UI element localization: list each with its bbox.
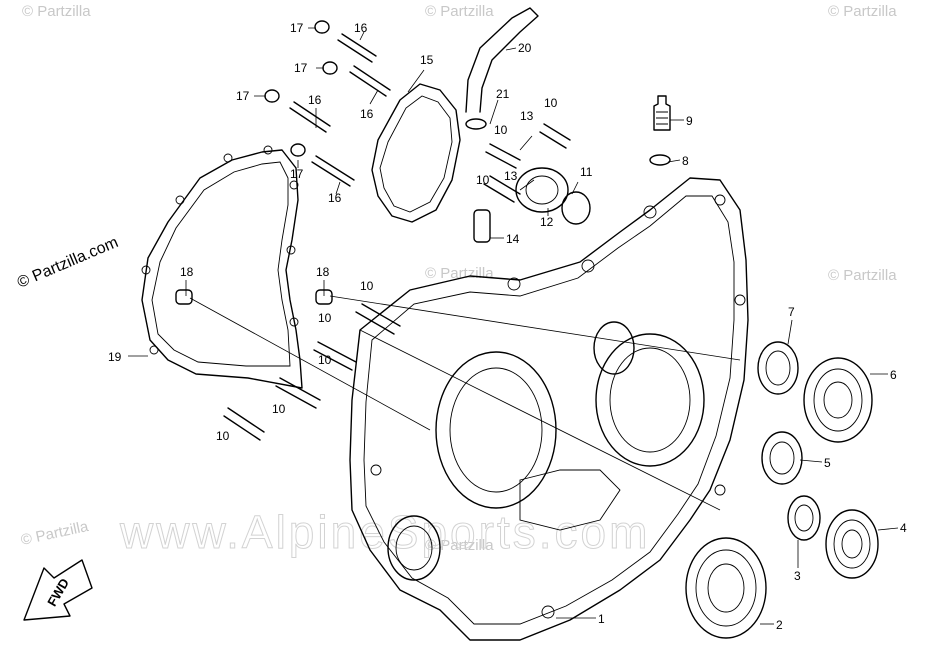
watermark-top-left: © Partzilla [22, 3, 91, 20]
leader-lines [128, 27, 899, 625]
callout-13-a: 13 [520, 109, 534, 123]
forward-label: FWD [44, 576, 72, 609]
callout-3: 3 [794, 569, 801, 583]
callout-10-h: 10 [216, 429, 230, 443]
callout-10-e: 10 [318, 311, 332, 325]
watermark-bottom-left: © Partzilla [19, 518, 90, 549]
bearing-5 [761, 431, 803, 485]
callout-7: 7 [788, 305, 795, 319]
callout-16-c: 16 [308, 93, 322, 107]
cover-12 [515, 167, 591, 225]
gasket-19 [141, 145, 303, 389]
callout-19: 19 [108, 350, 122, 364]
callout-16-d: 16 [328, 191, 342, 205]
oil-seal-7 [757, 341, 799, 395]
watermark-bottom-center: © Partzilla [425, 537, 494, 554]
watermark-top-right: © Partzilla [828, 3, 897, 20]
callout-13-b: 13 [504, 169, 518, 183]
callout-10-f: 10 [318, 353, 332, 367]
breather-hose-20 [465, 7, 539, 130]
copyright-notice: © Partzilla.com [15, 234, 121, 292]
callout-5: 5 [824, 456, 831, 470]
callout-16-b: 16 [360, 107, 374, 121]
crankcase-1 [349, 177, 749, 641]
callout-4: 4 [900, 521, 907, 535]
watermark-top-center: © Partzilla [425, 3, 494, 20]
watermarks: © Partzilla © Partzilla © Partzilla © Pa… [19, 3, 897, 559]
callout-18-a: 18 [180, 265, 194, 279]
callout-20: 20 [518, 41, 532, 55]
bearing-6 [803, 357, 873, 443]
bearing-2 [685, 537, 767, 639]
callout-12: 12 [540, 215, 554, 229]
callout-6: 6 [890, 368, 897, 382]
callout-10-a: 10 [544, 96, 558, 110]
small-bolts [483, 123, 571, 203]
watermark-right: © Partzilla [828, 267, 897, 284]
callout-8: 8 [682, 154, 689, 168]
pipe-14 [473, 209, 491, 243]
callout-17-d: 17 [290, 167, 304, 181]
sensor-9 [649, 95, 671, 166]
bearings [685, 341, 879, 639]
callout-1: 1 [598, 612, 605, 626]
callout-15: 15 [420, 53, 434, 67]
crankcase-bolts [175, 289, 401, 441]
callout-2: 2 [776, 618, 783, 632]
callout-9: 9 [686, 114, 693, 128]
callout-17-c: 17 [236, 89, 250, 103]
oil-seal-3 [787, 495, 821, 541]
callout-10-b: 10 [494, 123, 508, 137]
studs-and-nuts [264, 20, 391, 187]
callout-10-d: 10 [360, 279, 374, 293]
callout-14: 14 [506, 232, 520, 246]
bearing-4 [825, 509, 879, 579]
site-watermark: www.AlpineSports.com [119, 506, 650, 558]
callout-10-g: 10 [272, 402, 286, 416]
callout-labels: 1 2 3 4 5 6 7 8 9 10 10 10 10 10 10 10 1… [108, 21, 907, 632]
gasket-15 [371, 83, 461, 223]
callout-21: 21 [496, 87, 510, 101]
callout-16-a: 16 [354, 21, 368, 35]
callout-17-a: 17 [290, 21, 304, 35]
callout-17-b: 17 [294, 61, 308, 75]
watermark-middle: © Partzilla [425, 265, 494, 282]
callout-10-c: 10 [476, 173, 490, 187]
forward-arrow: FWD [23, 559, 93, 621]
callout-11: 11 [580, 165, 593, 179]
callout-18-b: 18 [316, 265, 330, 279]
